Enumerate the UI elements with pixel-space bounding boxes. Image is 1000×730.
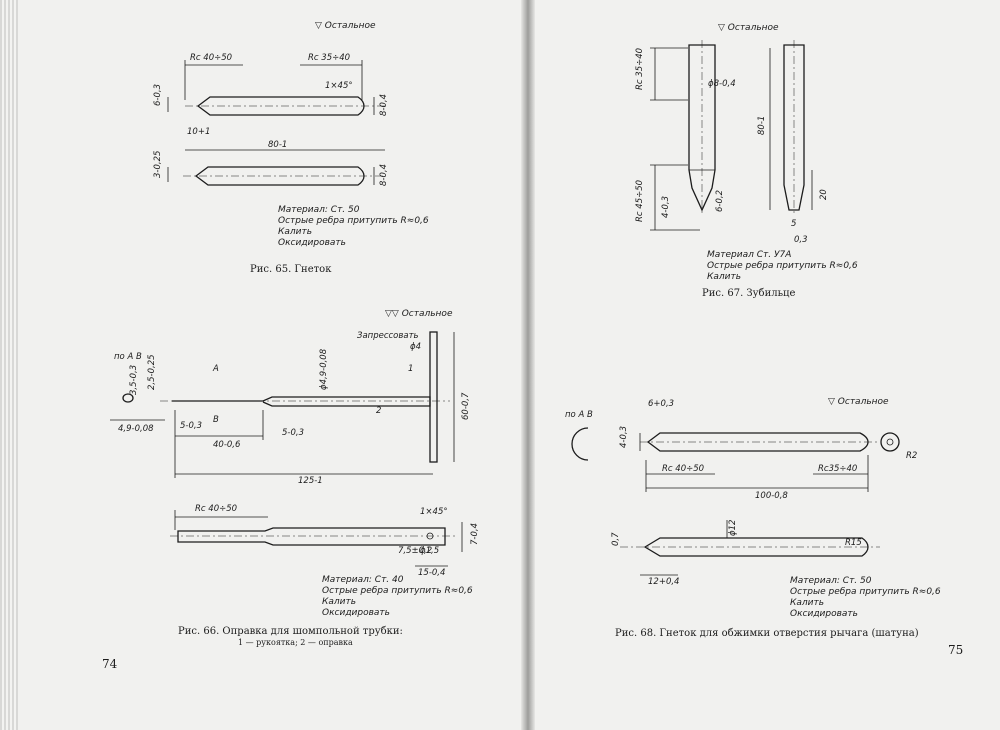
fig67-dim-9: 0,3 [794, 235, 808, 245]
fig65-caption: Рис. 65. Гнеток [250, 264, 332, 275]
fig66-caption: Рис. 66. Оправка для шомпольной трубки: [178, 626, 403, 637]
fig66-dim-4: 3,5-0,3 [129, 365, 139, 395]
fig67-dim-4: Rc 45÷50 [635, 180, 645, 222]
fig66-dim-19: 7,5±0,2 [398, 546, 432, 556]
fig68-finish-mark: ▽ Остальное [828, 397, 889, 407]
fig67-dim-7: 20 [819, 189, 829, 200]
fig67-note-3: Калить [707, 272, 741, 282]
left-page [0, 0, 528, 730]
fig66-dim-1: по А В [114, 352, 142, 362]
fig68-dim-10: R15 [845, 538, 862, 548]
fig65-dim-1: Rc 40÷50 [190, 53, 232, 63]
fig66-dim-12: Запрессовать [357, 331, 419, 341]
fig68-dim-1: по А В [565, 410, 593, 420]
fig66-note-4: Оксидировать [322, 608, 390, 618]
fig66-dim-22: 15-0,4 [418, 568, 445, 578]
fig66-finish-mark: ▽▽ Остальное [385, 309, 453, 319]
fig66-detail [170, 527, 455, 546]
fig66-dim-7: 5-0,3 [180, 421, 202, 431]
fig66-dim-9: 5-0,3 [282, 428, 304, 438]
fig68-note-4: Оксидировать [790, 609, 858, 619]
fig66-note-3: Калить [322, 597, 356, 607]
fig68-dim-11: 12+0,4 [648, 577, 679, 587]
fig66-dim-18: 1×45° [420, 507, 448, 517]
fig66-assembly [122, 331, 450, 463]
fig66-dim-20: ϕ1,5 [420, 546, 439, 556]
fig66-note-2: Острые ребра притупить R≈0,6 [322, 586, 473, 596]
right-page-number: 75 [948, 643, 963, 657]
fig67-dim-3: 80-1 [757, 116, 767, 135]
left-page-number: 74 [102, 657, 118, 671]
fig66-dim-2: А [212, 364, 219, 374]
fig66-dim-15: 60-0,7 [461, 392, 471, 420]
fig66-note-1: Материал: Ст. 40 [322, 575, 404, 585]
fig68-dim-7: 100-0,8 [755, 491, 788, 501]
fig67-note-1: Материал Ст. У7А [707, 250, 791, 260]
fig65-dim-3: 1×45° [325, 81, 353, 91]
fig67-finish-mark: ▽ Остальное [718, 23, 779, 33]
fig68-note-3: Калить [790, 598, 824, 608]
fig68-rod [571, 427, 900, 461]
fig65-note-2: Острые ребра притупить R≈0,6 [278, 216, 429, 226]
fig66-dim-8: 40-0,6 [213, 440, 241, 450]
fig67-notes: Материал Ст. У7А Острые ребра притупить … [707, 250, 858, 282]
fig68-dim-2: 6+0,3 [648, 399, 674, 409]
fig68-note-2: Острые ребра притупить R≈0,6 [790, 587, 941, 597]
right-page [528, 0, 1000, 730]
fig65-dim-8: 3-0,25 [153, 151, 163, 178]
fig65-bar-bottom [183, 166, 385, 186]
fig68-caption: Рис. 68. Гнеток для обжимки отверстия ры… [615, 628, 919, 639]
fig67-side-view [783, 40, 805, 215]
fig66-dim-11: ϕ4 [410, 342, 421, 352]
fig68-dim-4: Rc 40÷50 [662, 464, 704, 474]
fig68-dim-5: Rc35÷40 [818, 464, 857, 474]
fig67-dim-2: ϕ8-0,4 [708, 79, 736, 89]
fig65-dim-6: 10+1 [187, 127, 210, 137]
fig68-note-1: Материал: Ст. 50 [790, 576, 872, 586]
fig67-front-view [688, 40, 716, 215]
fig65-note-3: Калить [278, 227, 312, 237]
book-gutter [521, 0, 535, 730]
fig66-notes: Материал: Ст. 40 Острые ребра притупить … [322, 575, 473, 618]
figure-67: ▽ Остальное Rc 35÷40 ϕ8-0,4 80-1 [635, 23, 858, 299]
fig65-note-4: Оксидировать [278, 238, 346, 248]
fig65-finish-mark: ▽ Остальное [315, 21, 376, 31]
fig65-note-1: Материал: Ст. 50 [278, 205, 360, 215]
fig66-dim-5: 2,5-0,25 [147, 354, 157, 390]
fig66-dim-16: 125-1 [298, 476, 323, 486]
fig65-bar-top [185, 96, 385, 116]
fig66-dim-21: 7-0,4 [470, 523, 480, 545]
fig67-dim-5: 4-0,3 [661, 196, 671, 218]
fig67-dim-8: 5 [791, 219, 796, 229]
fig66-dim-3: В [213, 415, 219, 425]
fig65-dim-5: 8-0,4 [379, 94, 389, 116]
fig66-dim-6: 4,9-0,08 [118, 424, 154, 434]
fig68-dim-3: 4-0,3 [619, 426, 629, 448]
fig65-notes: Материал: Ст. 50 Острые ребра притупить … [278, 205, 429, 248]
figure-68: ▽ Остальное по А В 6+0,3 4-0,3 Rc 40÷50 … [565, 397, 941, 639]
fig66-dim-13: 1 [408, 364, 413, 374]
fig66-dim-14: 2 [376, 406, 381, 416]
fig67-dim-6: 6-0,2 [715, 190, 725, 212]
figure-65: ▽ Остальное Rc 40÷50 Rc 35÷40 1×45 [153, 21, 429, 275]
figure-66: ▽▽ Остальное по А В А В 3,5-0,3 2,5-0,25… [110, 309, 480, 647]
fig67-dim-1: Rc 35÷40 [635, 48, 645, 90]
fig66-dim-17: Rc 40÷50 [195, 504, 237, 514]
fig65-dim-7: 80-1 [268, 140, 287, 150]
fig68-dim-8: ϕ12 [728, 520, 738, 536]
fig68-dim-6: R2 [906, 451, 917, 461]
fig65-dim-4: 6-0,3 [153, 84, 163, 106]
fig68-notes: Материал: Ст. 50 Острые ребра притупить … [790, 576, 941, 619]
fig68-rod-lower [620, 537, 880, 557]
fig66-legend: 1 — рукоятка; 2 — оправка [238, 638, 353, 647]
page-edges [0, 0, 18, 730]
fig66-dim-10: ϕ4,9-0,08 [319, 348, 329, 390]
fig65-dim-9: 8-0,4 [379, 164, 389, 186]
fig65-dim-2: Rc 35÷40 [308, 53, 350, 63]
fig68-dim-9: 0,7 [611, 532, 621, 546]
fig67-caption: Рис. 67. Зубильце [702, 288, 795, 299]
fig67-note-2: Острые ребра притупить R≈0,6 [707, 261, 858, 271]
